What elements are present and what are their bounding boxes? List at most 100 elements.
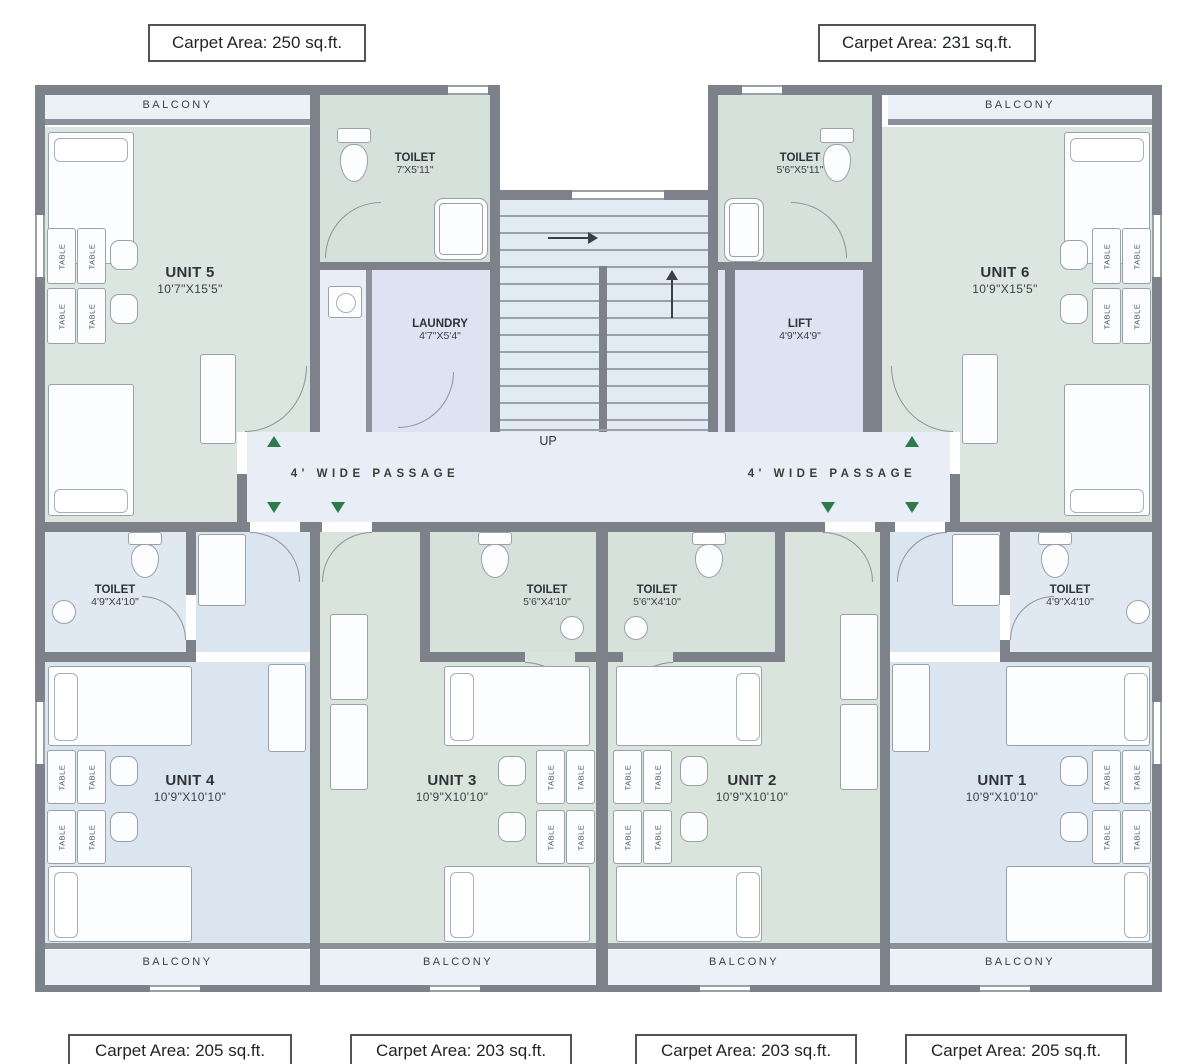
- bed-pillow: [54, 138, 128, 162]
- room-name: TOILET: [1049, 584, 1091, 596]
- room-label-toilet-top-right: TOILET 5'6"X5'11": [745, 152, 855, 176]
- washbasin: [52, 600, 76, 624]
- window: [150, 985, 200, 992]
- triangle-up-icon: [905, 436, 919, 447]
- bed-pillow: [54, 872, 78, 938]
- wall-segment: [237, 474, 247, 522]
- room-name: UNIT 5: [165, 264, 215, 281]
- room-dims: 10'9"X15'5": [972, 282, 1038, 296]
- wall-segment: [420, 652, 525, 662]
- bed-pillow: [1124, 872, 1148, 938]
- washbasin: [560, 616, 584, 640]
- stair-landing-line: [500, 429, 708, 431]
- chair: [498, 756, 526, 786]
- wall-segment: [310, 532, 320, 943]
- room-name: TOILET: [94, 584, 136, 596]
- table-label: TABLE: [1101, 243, 1111, 269]
- bed-pillow: [1070, 138, 1144, 162]
- wall-segment: [1000, 640, 1010, 652]
- toilet-fixture: [1041, 544, 1069, 578]
- wall-segment: [775, 532, 785, 652]
- room-name: TOILET: [636, 584, 678, 596]
- passage-label-left: 4' WIDE PASSAGE: [290, 468, 460, 480]
- study-table: TABLE: [643, 750, 672, 804]
- triangle-down-icon: [331, 502, 345, 513]
- room-label-toilet-top-left: TOILET 7'X5'11": [360, 152, 470, 176]
- wardrobe: [892, 664, 930, 752]
- wardrobe: [330, 614, 368, 700]
- bed: [444, 666, 590, 746]
- study-table: TABLE: [77, 228, 106, 284]
- toilet-fixture: [340, 144, 368, 182]
- window: [980, 985, 1030, 992]
- triangle-down-icon: [821, 502, 835, 513]
- bed: [48, 866, 192, 942]
- balcony-label: BALCONY: [708, 956, 780, 968]
- passage-label-right: 4' WIDE PASSAGE: [747, 468, 917, 480]
- room-label-toilet-mid-right: TOILET 4'9"X4'10": [1015, 584, 1125, 608]
- wall-segment: [1000, 532, 1010, 595]
- washbasin: [1126, 600, 1150, 624]
- room-dims: 7'X5'11": [396, 164, 434, 176]
- wall-segment: [1000, 652, 1162, 662]
- table-label: TABLE: [622, 764, 632, 790]
- toilet-fixture: [823, 144, 851, 182]
- wall-segment: [718, 262, 872, 270]
- window: [35, 215, 45, 277]
- window: [1152, 702, 1162, 764]
- study-table: TABLE: [77, 750, 106, 804]
- window: [742, 85, 782, 95]
- bed: [616, 866, 762, 942]
- balcony-rail: [888, 119, 1152, 125]
- bed-pillow: [450, 673, 474, 741]
- bed-pillow: [736, 673, 760, 741]
- study-table: TABLE: [566, 810, 595, 864]
- room-label-lift: LIFT 4'9"X4'9": [745, 318, 855, 342]
- study-table: TABLE: [1122, 228, 1151, 284]
- table-label: TABLE: [86, 303, 96, 329]
- up-label: UP: [539, 434, 557, 448]
- balcony-rail: [45, 119, 310, 125]
- wall-segment: [35, 85, 500, 95]
- study-table: TABLE: [1092, 810, 1121, 864]
- table-label: TABLE: [56, 824, 66, 850]
- wall-segment: [608, 652, 623, 662]
- table-label: TABLE: [575, 824, 585, 850]
- stair-rail: [599, 266, 607, 432]
- study-table: TABLE: [47, 228, 76, 284]
- wall-segment: [880, 532, 890, 943]
- table-label: TABLE: [1131, 764, 1141, 790]
- wardrobe: [962, 354, 998, 444]
- basin-bowl: [336, 293, 356, 313]
- wall-segment: [872, 95, 882, 432]
- room-name: UNIT 3: [427, 772, 477, 789]
- bed: [1006, 666, 1150, 746]
- study-table: TABLE: [536, 750, 565, 804]
- table-label: TABLE: [86, 243, 96, 269]
- shower-closet: [198, 534, 246, 606]
- room-label-toilet-mid-center-left: TOILET 5'6"X4'10": [492, 584, 602, 608]
- table-label: TABLE: [1131, 303, 1141, 329]
- wardrobe: [200, 354, 236, 444]
- wall-segment: [875, 522, 895, 532]
- wall-segment: [186, 532, 196, 595]
- wall-segment: [575, 652, 608, 662]
- study-table: TABLE: [1092, 288, 1121, 344]
- study-table: TABLE: [1122, 288, 1151, 344]
- wall-segment: [880, 943, 890, 992]
- table-label: TABLE: [545, 764, 555, 790]
- balcony-label: BALCONY: [142, 99, 213, 111]
- chair: [1060, 812, 1088, 842]
- study-table: TABLE: [1092, 228, 1121, 284]
- carpet-area-label-unit4: Carpet Area: 205 sq.ft.: [68, 1034, 292, 1064]
- triangle-up-icon: [267, 436, 281, 447]
- room-name: UNIT 4: [165, 772, 215, 789]
- wall-segment: [310, 943, 320, 992]
- chair: [680, 756, 708, 786]
- wall-segment: [708, 85, 1162, 95]
- wall-segment: [945, 522, 1162, 532]
- study-table: TABLE: [1122, 810, 1151, 864]
- table-label: TABLE: [56, 303, 66, 329]
- bed: [48, 666, 192, 746]
- wardrobe: [330, 704, 368, 790]
